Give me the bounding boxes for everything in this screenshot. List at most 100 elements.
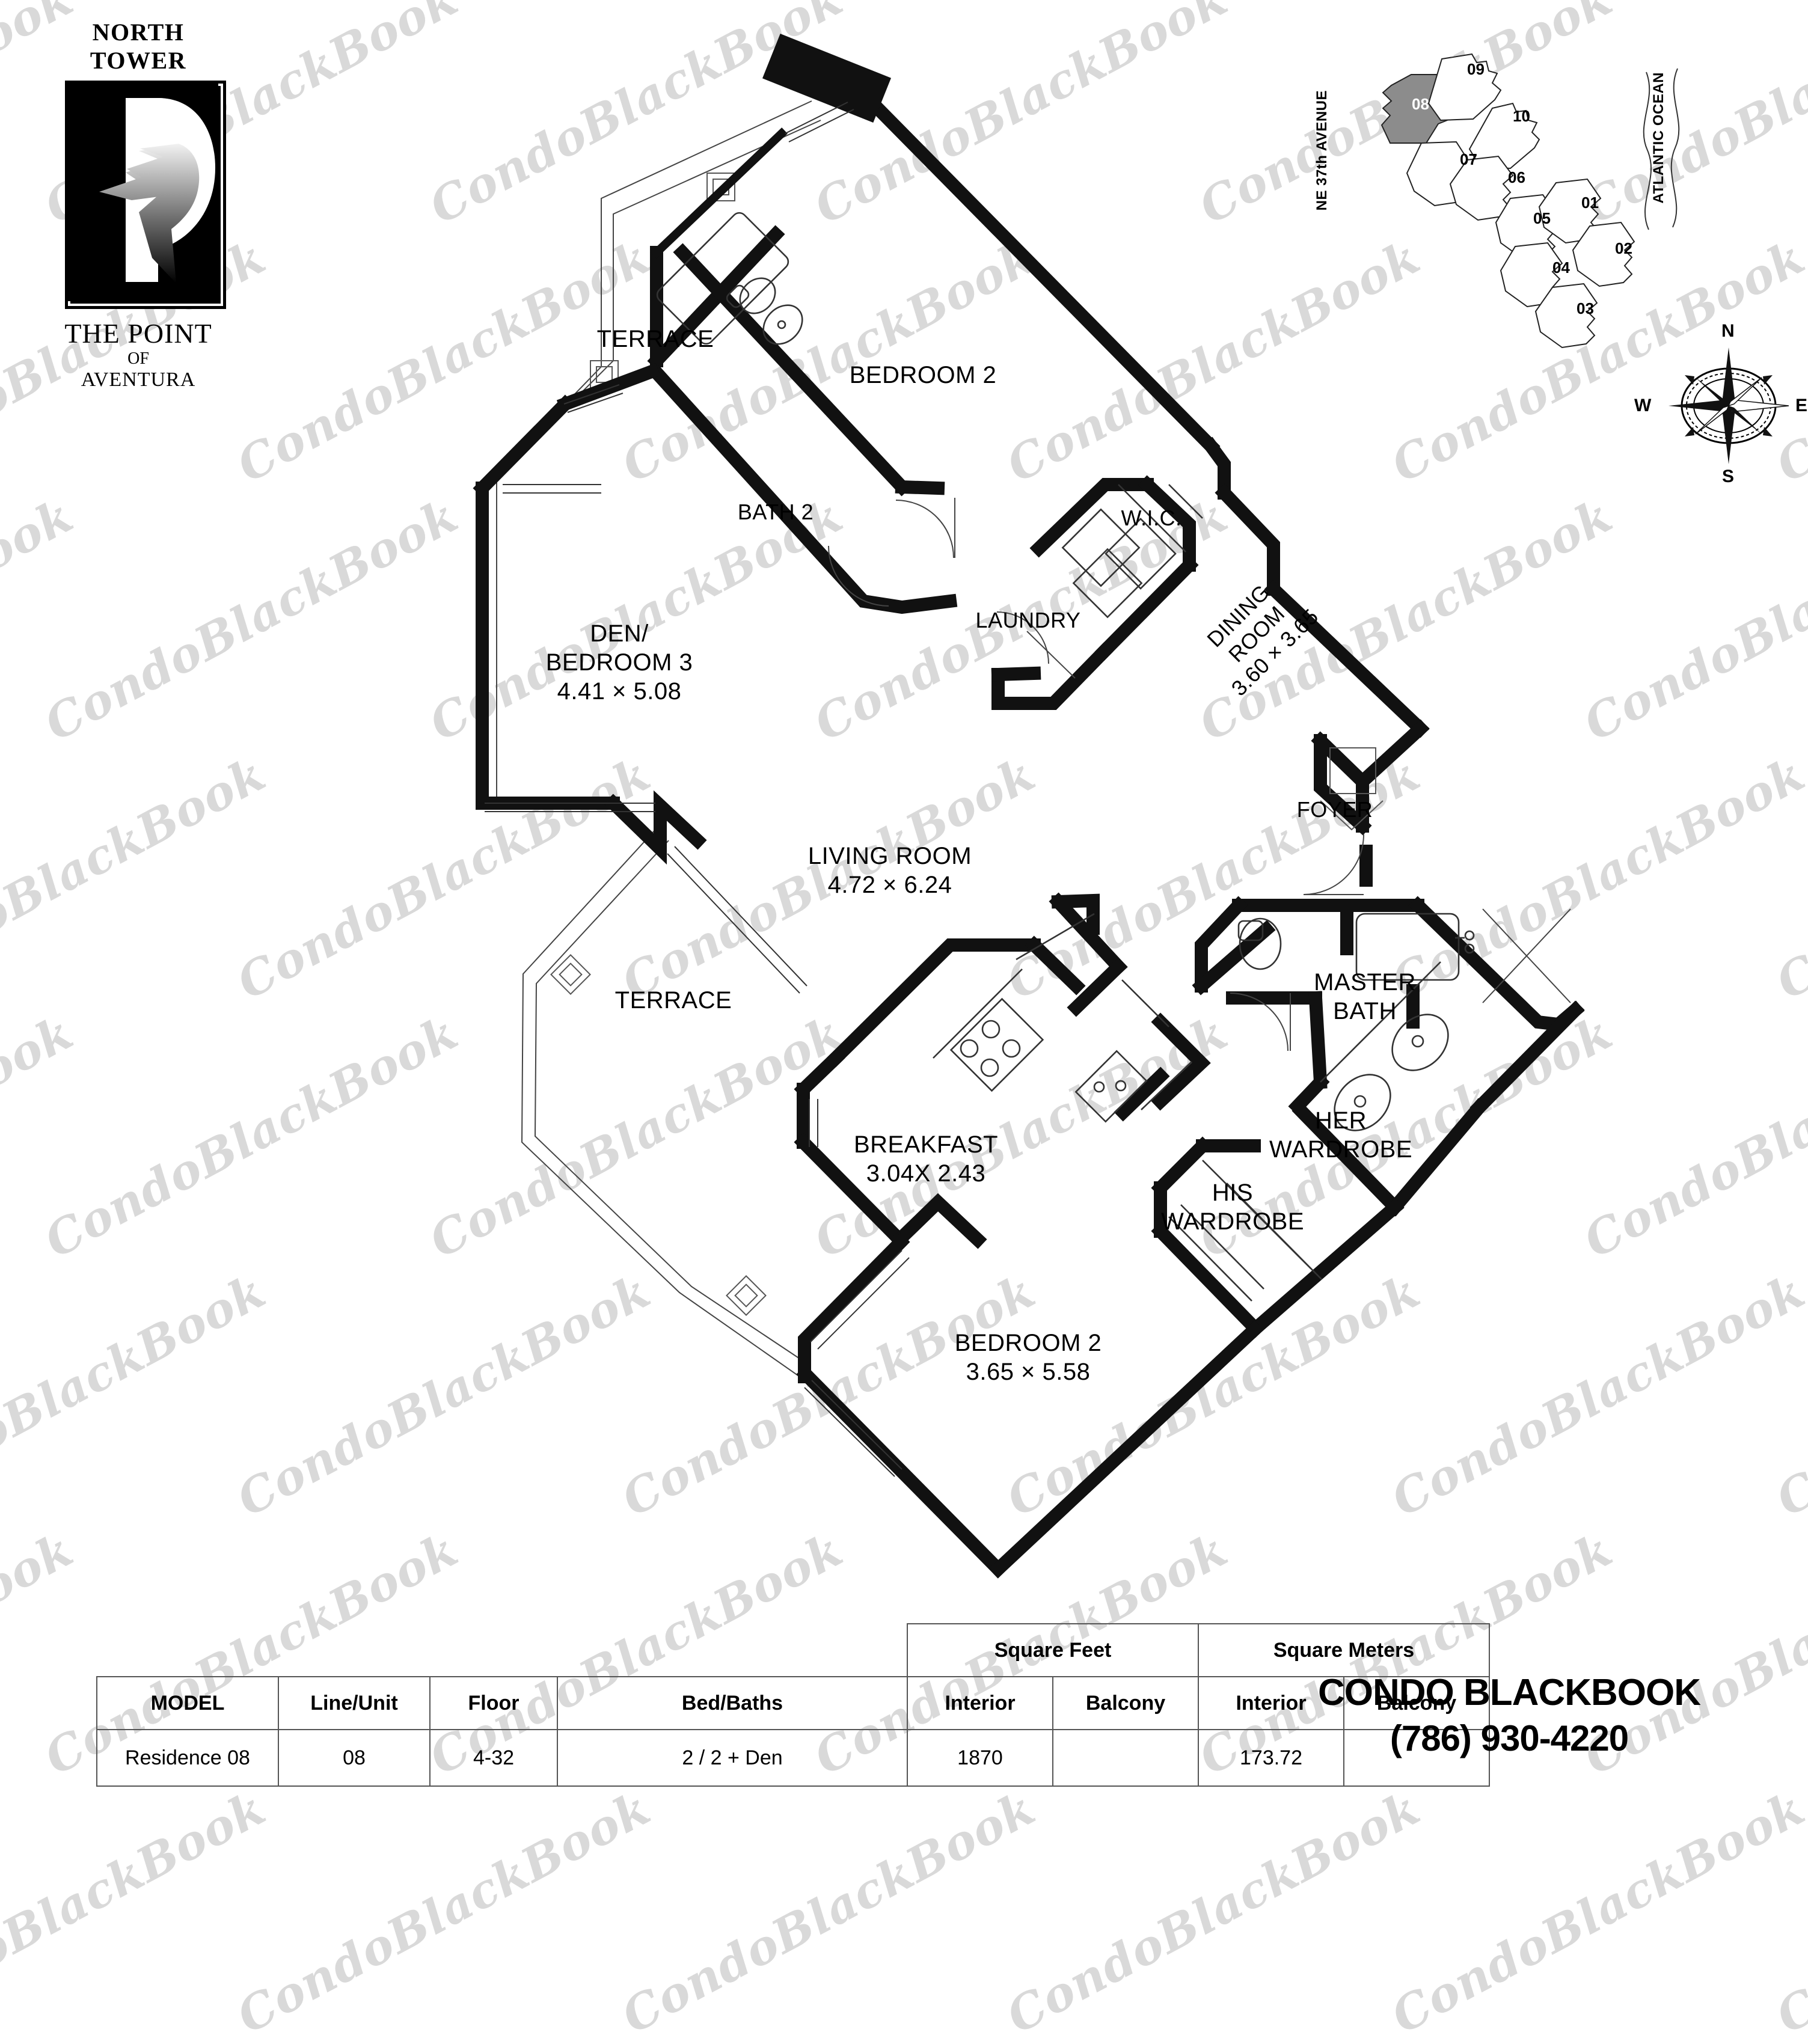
blank-cell	[430, 1624, 557, 1677]
room-label-wic: W.I.C.	[1082, 505, 1221, 531]
room-label-bedroom-2-bottom: BEDROOM 2 3.65 × 5.58	[932, 1329, 1124, 1386]
compass-rose-icon	[1669, 347, 1789, 464]
room-label-his-wardrobe: HIS WARDROBE	[1142, 1178, 1323, 1236]
logo-name: THE POINT	[64, 318, 212, 349]
room-name-line2: BATH	[1333, 998, 1397, 1024]
compass-east-label: E	[1795, 396, 1808, 415]
key-map-unit-09[interactable]: 09	[1467, 60, 1485, 78]
watermark-text: CondoBlackBook	[1383, 1780, 1808, 2044]
table-header-row: MODEL Line/Unit Floor Bed/Baths Interior…	[96, 1676, 1490, 1730]
logo-city: AVENTURA	[81, 369, 196, 391]
brand-blackbook: BLACKBOOK	[1463, 1672, 1701, 1713]
column-header-line-unit: Line/Unit	[278, 1676, 431, 1730]
key-map-unit-06[interactable]: 06	[1508, 168, 1525, 186]
watermark-text: CondoBlackBook	[0, 1780, 275, 2044]
room-label-laundry: LAUNDRY	[944, 607, 1112, 633]
cell-sm-interior: 173.72	[1198, 1729, 1344, 1787]
condo-blackbook-contact[interactable]: CONDO BLACKBOOK (786) 930-4220	[1245, 1671, 1774, 1759]
compass-rose: N S W E	[1634, 321, 1807, 486]
room-name-line2: WARDROBE	[1160, 1208, 1305, 1235]
room-label-breakfast: BREAKFAST 3.04X 2.43	[836, 1130, 1016, 1188]
room-label-living-room: LIVING ROOM 4.72 × 6.24	[776, 842, 1004, 899]
column-header-floor: Floor	[429, 1676, 558, 1730]
room-label-terrace-top: TERRACE	[577, 325, 734, 353]
room-name-line1: HIS	[1212, 1180, 1254, 1206]
key-map-unit-04[interactable]: 04	[1552, 259, 1570, 277]
room-name: BREAKFAST	[853, 1131, 999, 1158]
key-map-unit-07[interactable]: 07	[1460, 150, 1477, 168]
table-row: Residence 08 08 4-32 2 / 2 + Den 1870 17…	[96, 1729, 1490, 1787]
ocean-waves-icon	[1643, 68, 1680, 230]
room-label-bath-2: BATH 2	[709, 499, 842, 525]
key-map-unit-10[interactable]: 10	[1513, 107, 1530, 125]
key-map-unit-05[interactable]: 05	[1533, 209, 1551, 227]
cell-bed-baths: 2 / 2 + Den	[557, 1729, 908, 1787]
room-label-den-bedroom-3: DEN/ BEDROOM 3 4.41 × 5.08	[523, 619, 716, 706]
room-dimensions: 3.04X 2.43	[866, 1160, 986, 1187]
room-name: LIVING ROOM	[807, 843, 972, 869]
logo-of: OF	[127, 349, 149, 368]
room-name: TERRACE	[614, 987, 732, 1014]
room-dimensions: 4.72 × 6.24	[827, 872, 952, 898]
cell-line-unit: 08	[278, 1729, 431, 1787]
blank-cell	[97, 1624, 278, 1677]
column-header-sm-balcony: Balcony	[1343, 1676, 1490, 1730]
room-dimensions: 4.41 × 5.08	[557, 678, 682, 705]
group-header-square-feet: Square Feet	[907, 1623, 1199, 1677]
room-name-line2: BEDROOM 3	[545, 649, 693, 676]
room-label-terrace-bottom: TERRACE	[595, 986, 752, 1015]
room-label-foyer: FOYER	[1269, 797, 1401, 822]
room-label-bedroom-2-top: BEDROOM 2	[824, 361, 1022, 390]
key-map-unit-03[interactable]: 03	[1577, 299, 1594, 317]
cell-floor: 4-32	[429, 1729, 558, 1787]
cell-sm-balcony	[1343, 1729, 1490, 1787]
watermark-text: CondoBlackBook	[1768, 1780, 1808, 2044]
room-name: BATH 2	[737, 500, 814, 524]
floor-plan-drawing	[473, 34, 1585, 1579]
key-map-unit-08[interactable]: 08	[1412, 95, 1429, 113]
brand-name: CONDO BLACKBOOK	[1245, 1671, 1774, 1714]
room-dimensions: 3.65 × 5.58	[966, 1359, 1091, 1385]
cell-model: Residence 08	[96, 1729, 279, 1787]
room-label-master-bath: MASTER BATH	[1275, 968, 1455, 1026]
room-name: FOYER	[1296, 797, 1373, 822]
column-header-sf-interior: Interior	[907, 1676, 1053, 1730]
room-name: W.I.C.	[1121, 506, 1182, 530]
brand-condo: CONDO	[1318, 1672, 1463, 1713]
room-name: LAUNDRY	[975, 608, 1081, 632]
blank-cell	[278, 1624, 430, 1677]
cell-sf-balcony	[1052, 1729, 1199, 1787]
phone-number[interactable]: (786) 930-4220	[1390, 1718, 1629, 1758]
room-name-line1: MASTER	[1314, 969, 1416, 996]
room-name: BEDROOM 2	[849, 362, 997, 388]
key-map-unit-01[interactable]: 01	[1581, 194, 1599, 212]
column-header-model: MODEL	[96, 1676, 279, 1730]
compass-west-label: W	[1634, 396, 1652, 415]
room-name: BEDROOM 2	[954, 1330, 1102, 1356]
key-map-unit-02[interactable]: 02	[1615, 239, 1632, 257]
watermark-text: CondoBlackBook	[228, 1780, 660, 2044]
room-name: TERRACE	[596, 326, 714, 352]
logo-emblem-box	[65, 81, 226, 309]
unit-spec-table: Square Feet Square Meters MODEL Line/Uni…	[96, 1623, 1490, 1787]
room-name-line2: WARDROBE	[1269, 1136, 1413, 1163]
watermark-text: CondoBlackBook	[613, 1780, 1044, 2044]
point-bird-emblem-icon	[68, 84, 218, 301]
building-key-map[interactable]: 09 08 10 07 06 05 01 04 02 03	[1317, 30, 1653, 367]
room-name-line1: DEN/	[590, 620, 649, 647]
column-header-bed-baths: Bed/Baths	[557, 1676, 908, 1730]
compass-south-label: S	[1722, 467, 1735, 486]
room-label-her-wardrobe: HER WARDROBE	[1251, 1106, 1431, 1164]
cell-sf-interior: 1870	[907, 1729, 1053, 1787]
compass-north-label: N	[1721, 321, 1735, 341]
north-tower-logo: NORTH TOWER THE POINT OF	[36, 18, 228, 391]
column-header-sf-balcony: Balcony	[1052, 1676, 1199, 1730]
logo-tower-text: NORTH TOWER	[90, 19, 187, 74]
watermark-text: CondoBlackBook	[998, 1780, 1429, 2044]
key-map-units-diagram[interactable]	[1317, 30, 1653, 367]
table-group-header-row: Square Feet Square Meters	[97, 1623, 1490, 1677]
column-header-sm-interior: Interior	[1198, 1676, 1344, 1730]
group-header-square-meters: Square Meters	[1198, 1623, 1490, 1677]
room-name-line1: HER	[1315, 1107, 1367, 1134]
